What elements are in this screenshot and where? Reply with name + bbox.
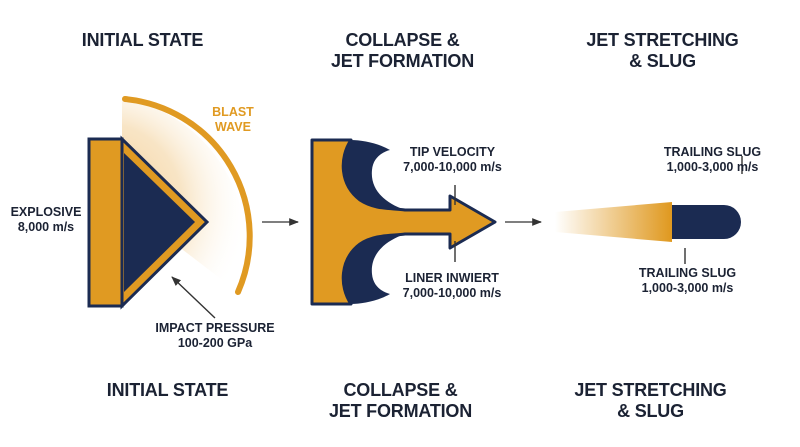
impact-pressure-pointer xyxy=(171,276,216,319)
blast-wave-label: BLAST WAVE xyxy=(212,105,254,134)
tip-velocity-label: TIP VELOCITY 7,000-10,000 m/s xyxy=(403,145,502,174)
liner-wing-top xyxy=(343,140,405,210)
slug-transition xyxy=(668,205,700,239)
trailing-slug-top-label: TRAILING SLUG 1,000-3,000 m/s xyxy=(663,145,762,174)
blast-wave-glow xyxy=(122,98,246,292)
stretched-jet xyxy=(555,202,672,242)
stage-title-top-initial: INITIAL STATE xyxy=(81,30,204,50)
stage-title-bottom-collapse: COLLAPSE & JET FORMATION xyxy=(328,380,473,421)
liner-inwiert-label: LINER INWIERT 7,000-10,000 m/s xyxy=(402,271,502,300)
liner-cone xyxy=(124,153,195,292)
stage-title-bottom-initial: INITIAL STATE xyxy=(106,380,229,400)
stage-title-top-collapse: COLLAPSE & JET FORMATION xyxy=(330,30,475,71)
trailing-slug-bottom-label: TRAILING SLUG 1,000-3,000 m/s xyxy=(638,266,737,295)
initial-state-graphic xyxy=(87,96,253,319)
impact-pressure-label: IMPACT PRESSURE 100-200 GPa xyxy=(155,321,275,350)
jet-stretching-graphic xyxy=(555,156,743,264)
explosive-label: EXPLOSIVE 8,000 m/s xyxy=(10,205,82,234)
explosive-charge-body xyxy=(87,137,124,308)
blast-wave-arc xyxy=(122,96,253,295)
stage-title-bottom-jet: JET STRETCHING & SLUG xyxy=(574,380,727,421)
liner-wing-bottom xyxy=(343,234,405,304)
collapse-graphic xyxy=(310,138,497,306)
stage-title-top-jet: JET STRETCHING & SLUG xyxy=(586,30,739,71)
